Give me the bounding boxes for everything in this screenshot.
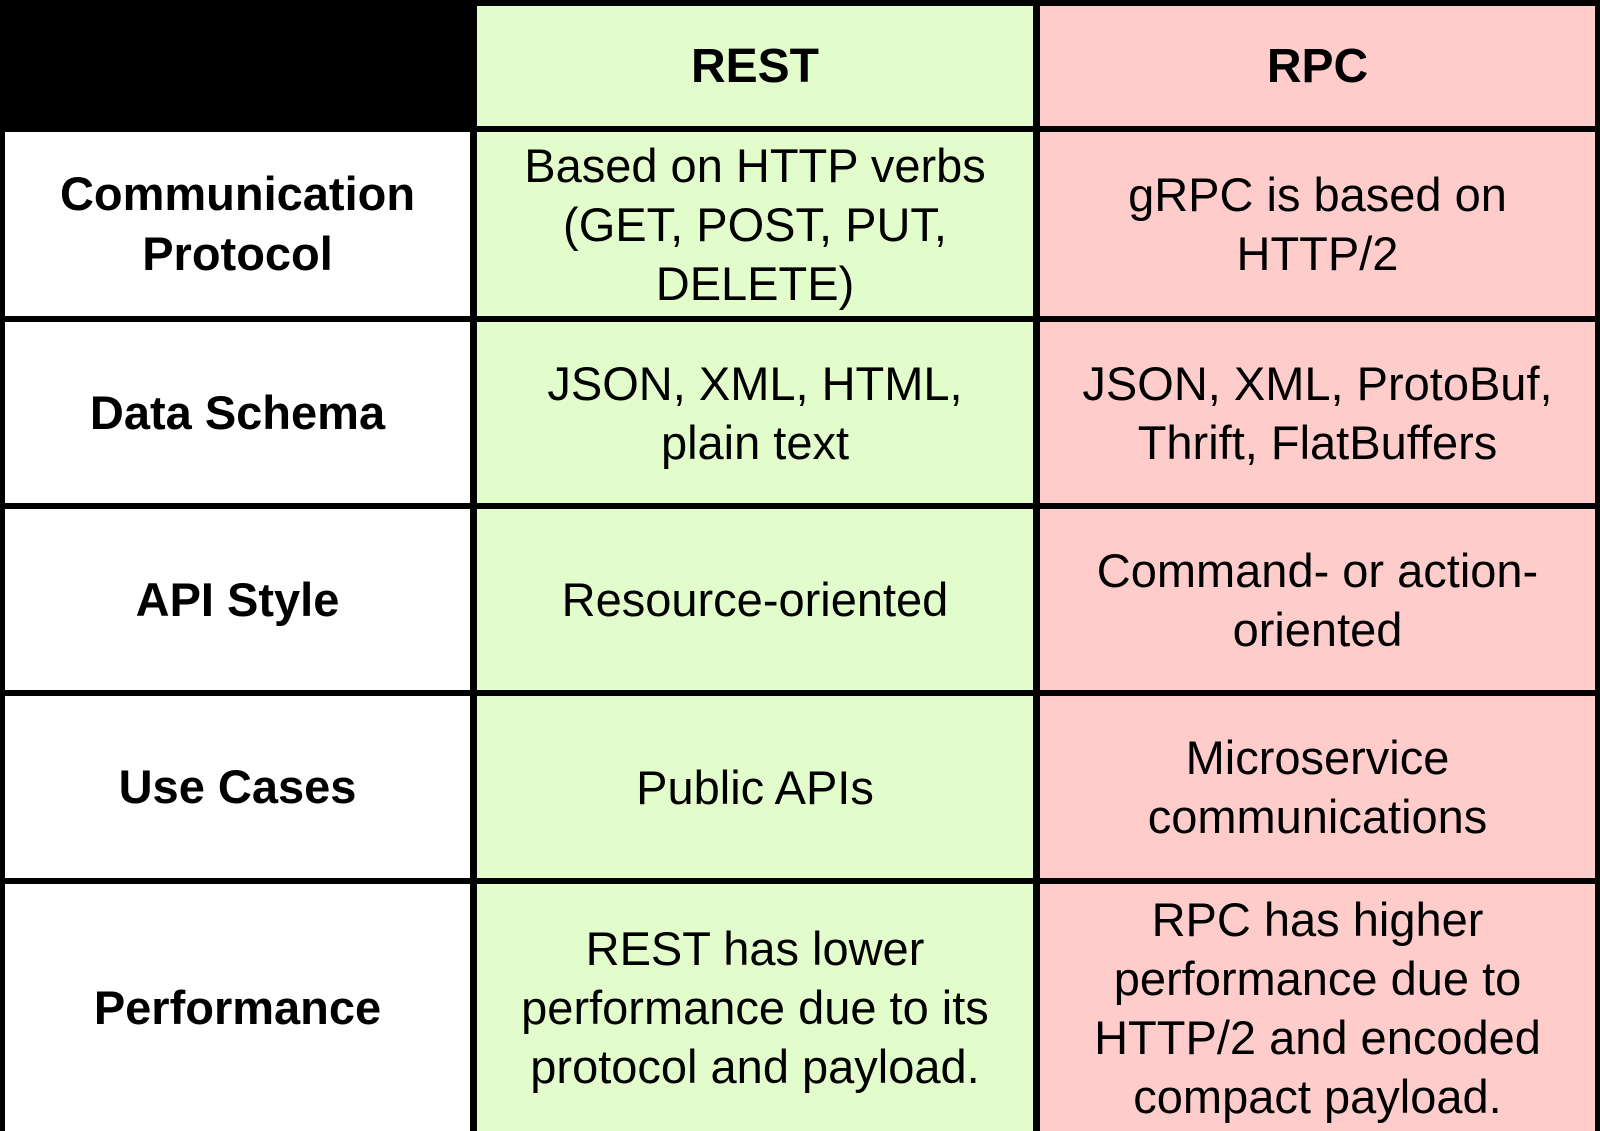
row-label-text: API Style [135, 572, 340, 626]
row-label-text: Data Schema [89, 385, 386, 439]
cell-text: REST has lower performance due to its pr… [521, 922, 989, 1093]
rest-cell-use-cases: Public APIs [477, 696, 1033, 878]
rpc-cell-performance: RPC has higher performance due to HTTP/2… [1040, 884, 1595, 1131]
rest-cell-performance: REST has lower performance due to its pr… [477, 884, 1033, 1131]
row-label-data-schema: Data Schema [5, 322, 470, 503]
row-label-performance: Performance [5, 884, 470, 1131]
row-label-use-cases: Use Cases [5, 696, 470, 878]
header-corner-cell [5, 6, 470, 126]
rest-cell-communication-protocol: Based on HTTP verbs (GET, POST, PUT, DEL… [477, 132, 1033, 316]
row-label-text: Communication Protocol [59, 167, 416, 280]
column-header-rest: REST [477, 6, 1033, 126]
column-header-rest-label: REST [690, 39, 819, 93]
column-header-rpc-label: RPC [1266, 39, 1369, 93]
rpc-cell-api-style: Command- or action-oriented [1040, 509, 1595, 690]
cell-text: RPC has higher performance due to HTTP/2… [1094, 892, 1541, 1123]
column-header-rpc: RPC [1040, 6, 1595, 126]
row-label-communication-protocol: Communication Protocol [5, 132, 470, 316]
rpc-cell-use-cases: Microservice communications [1040, 696, 1595, 878]
cell-text: gRPC is based on HTTP/2 [1128, 168, 1507, 280]
cell-text: Resource-oriented [561, 573, 949, 626]
rpc-cell-data-schema: JSON, XML, ProtoBuf, Thrift, FlatBuffers [1040, 322, 1595, 503]
cell-text: Based on HTTP verbs (GET, POST, PUT, DEL… [524, 138, 986, 310]
rest-cell-data-schema: JSON, XML, HTML, plain text [477, 322, 1033, 503]
cell-text: JSON, XML, ProtoBuf, Thrift, FlatBuffers [1082, 356, 1553, 469]
row-label-text: Use Cases [118, 760, 357, 813]
rpc-cell-communication-protocol: gRPC is based on HTTP/2 [1040, 132, 1595, 316]
cell-text: Public APIs [636, 760, 874, 814]
row-label-api-style: API Style [5, 509, 470, 690]
rest-cell-api-style: Resource-oriented [477, 509, 1033, 690]
cell-text: Microservice communications [1147, 731, 1488, 843]
row-label-text: Performance [93, 980, 382, 1034]
cell-text: Command- or action-oriented [1096, 543, 1539, 656]
cell-text: JSON, XML, HTML, plain text [547, 356, 963, 469]
